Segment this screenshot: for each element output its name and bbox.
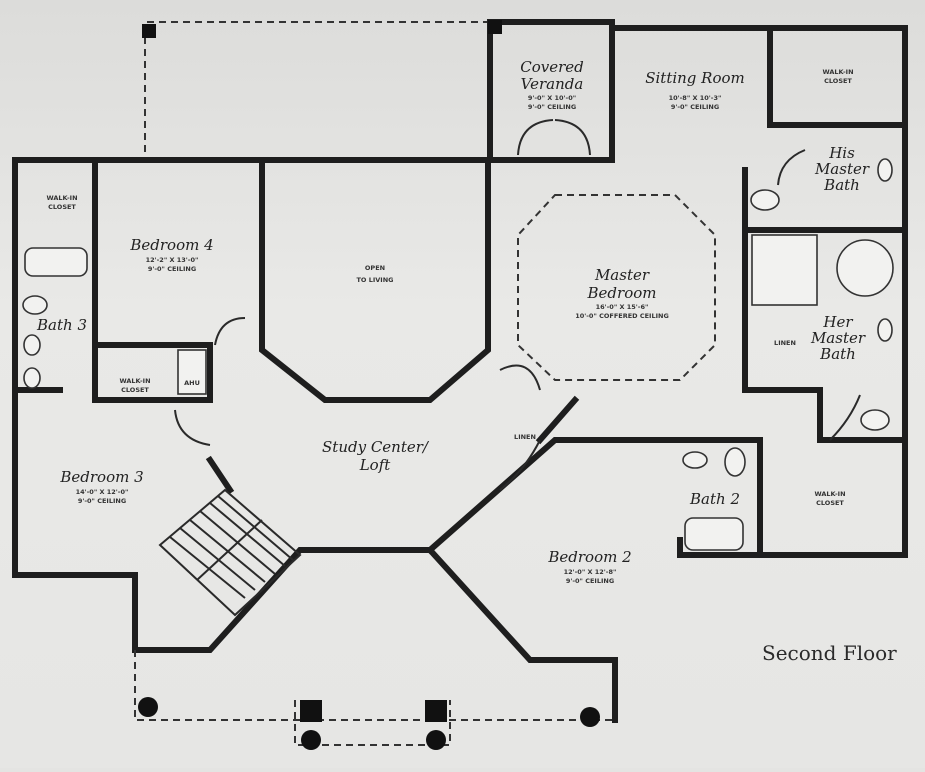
lower-porch — [134, 20, 615, 750]
room-ceiling: 9'-0" CEILING — [671, 103, 719, 111]
label: CLOSET — [816, 499, 844, 507]
room-name: Bath — [823, 176, 860, 194]
label: OPEN — [365, 264, 385, 272]
linen-label: LINEN — [514, 433, 536, 441]
room-bath-2: Bath 2 — [689, 490, 740, 508]
his-walk-in-closet: WALK-IN CLOSET — [822, 68, 853, 85]
room-name: Her — [822, 313, 853, 331]
upper-veranda-outline — [142, 21, 490, 160]
room-master-bedroom: Master Bedroom 16'-0" X 15'-6" 10'-0" CO… — [575, 266, 669, 320]
linen-label: LINEN — [774, 339, 796, 347]
room-size: 12'-0" X 12'-8" — [564, 568, 617, 576]
room-name: Bedroom 4 — [129, 236, 213, 254]
staircase — [158, 488, 302, 617]
room-name: Study Center/ — [322, 438, 430, 456]
doors — [174, 119, 861, 491]
room-size: 14'-0" X 12'-0" — [76, 488, 129, 496]
closet-master-2: WALK-IN CLOSET — [814, 490, 845, 507]
room-name: Master — [594, 266, 650, 284]
label: WALK-IN — [814, 490, 845, 498]
closet-bedroom-3: WALK-IN CLOSET — [119, 377, 150, 394]
room-size: 12'-2" X 13'-0" — [146, 256, 199, 264]
room-name: Bedroom 3 — [59, 468, 143, 486]
open-to-living: OPEN TO LIVING — [356, 264, 393, 284]
label: CLOSET — [48, 203, 76, 211]
label: CLOSET — [824, 77, 852, 85]
walls — [12, 19, 908, 723]
label: TO LIVING — [356, 276, 393, 284]
room-size: 9'-0" X 10'-0" — [528, 94, 576, 102]
room-bath-3: Bath 3 — [36, 316, 87, 334]
room-study-loft: Study Center/ Loft — [322, 438, 430, 474]
room-her-master-bath: Her Master Bath — [810, 313, 866, 363]
room-bedroom-4: Bedroom 4 12'-2" X 13'-0" 9'-0" CEILING — [129, 236, 213, 273]
room-size: 16'-0" X 15'-6" — [596, 303, 649, 311]
label: WALK-IN — [822, 68, 853, 76]
floor-caption: Second Floor — [762, 641, 897, 665]
room-his-master-bath: His Master Bath — [814, 144, 870, 194]
coffered-ceiling-outline — [517, 194, 716, 381]
closet-bedroom-4: WALK-IN CLOSET — [46, 194, 77, 211]
label: WALK-IN — [119, 377, 150, 385]
fixtures — [22, 158, 894, 551]
room-ceiling: 9'-0" CEILING — [528, 103, 576, 111]
room-name: Loft — [359, 456, 392, 474]
room-ceiling: 9'-0" CEILING — [566, 577, 614, 585]
room-ceiling: 10'-0" COFFERED CEILING — [575, 312, 669, 320]
room-size: 10'-8" X 10'-3" — [669, 94, 722, 102]
room-name: Covered — [520, 58, 584, 76]
label: CLOSET — [121, 386, 149, 394]
room-ceiling: 9'-0" CEILING — [78, 497, 126, 505]
room-name: Sitting Room — [645, 69, 745, 87]
room-name: Master — [810, 329, 866, 347]
room-ceiling: 9'-0" CEILING — [148, 265, 196, 273]
room-name: Master — [814, 160, 870, 178]
room-covered-veranda: Covered Veranda 9'-0" X 10'-0" 9'-0" CEI… — [520, 58, 584, 111]
room-bedroom-3: Bedroom 3 14'-0" X 12'-0" 9'-0" CEILING — [59, 468, 143, 505]
room-name: Bedroom 2 — [547, 548, 631, 566]
room-sitting-room: Sitting Room 10'-8" X 10'-3" 9'-0" CEILI… — [645, 69, 745, 111]
room-name: Bath — [819, 345, 856, 363]
room-name: Bedroom — [587, 284, 657, 302]
room-name: His — [828, 144, 855, 162]
label: WALK-IN — [46, 194, 77, 202]
room-bedroom-2: Bedroom 2 12'-0" X 12'-8" 9'-0" CEILING — [547, 548, 631, 585]
room-name: Veranda — [521, 75, 584, 93]
ahu-label: AHU — [184, 379, 200, 387]
